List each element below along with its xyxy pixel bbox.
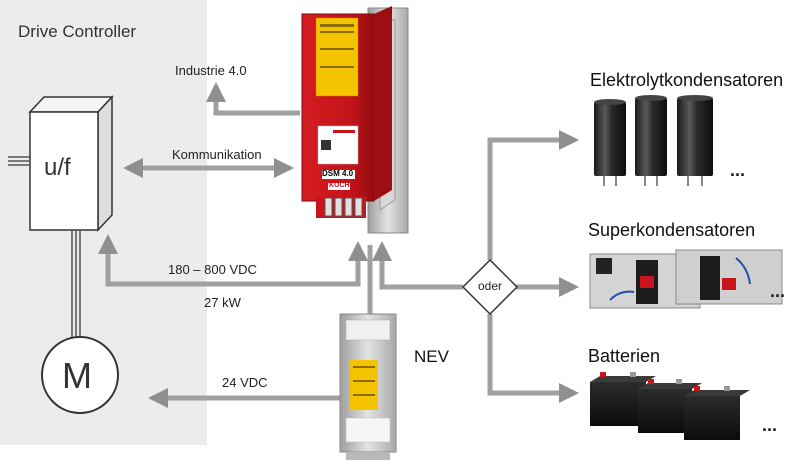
superkon-more-dots: ... — [770, 281, 786, 301]
oder-label: oder — [478, 279, 503, 293]
dc-link-arrow-left — [98, 234, 368, 287]
industrie-arrow — [206, 82, 300, 116]
battery-1 — [590, 372, 656, 426]
kommunikation-label: Kommunikation — [172, 147, 262, 162]
oder-diamond — [461, 258, 519, 316]
oder-tree-up — [487, 130, 579, 260]
power-label: 27 kW — [204, 295, 241, 310]
industrie-label: Industrie 4.0 — [175, 63, 247, 78]
battery-3 — [684, 386, 750, 440]
battery-2 — [638, 379, 702, 433]
dsm-brand-label: KOCH — [329, 182, 350, 189]
motor-label: M — [62, 355, 92, 396]
elko-capacitors — [594, 95, 713, 186]
superkon-label: Superkondensatoren — [588, 220, 756, 240]
supercap-modules — [589, 249, 783, 309]
uf-box — [28, 95, 114, 232]
nev-label: NEV — [414, 347, 449, 366]
batterien-more-dots: ... — [762, 415, 778, 435]
vdc24-label: 24 VDC — [222, 375, 268, 390]
mains-input-lines — [8, 156, 30, 166]
motor-feed-lines — [71, 230, 81, 339]
motor-circle — [41, 336, 119, 414]
supercap-module-2 — [675, 249, 783, 305]
capacitor-3 — [677, 95, 713, 186]
capacitor-2 — [635, 95, 667, 186]
uf-label: u/f — [44, 154, 71, 181]
capacitor-1 — [594, 99, 626, 186]
oder-tree-down — [487, 314, 579, 403]
dsm-device — [301, 6, 409, 234]
vdc-range-label: 180 – 800 VDC — [168, 262, 257, 277]
dsm-to-oder-arrow — [372, 241, 463, 290]
nev-device — [339, 313, 397, 460]
batteries — [590, 372, 750, 440]
drive-controller-title: Drive Controller — [18, 22, 137, 41]
elko-label: Elektrolytkondensatoren — [590, 70, 784, 90]
elko-more-dots: ... — [730, 160, 746, 180]
dsm-model-label: DSM 4.0 — [322, 169, 354, 178]
batterien-label: Batterien — [588, 346, 661, 366]
